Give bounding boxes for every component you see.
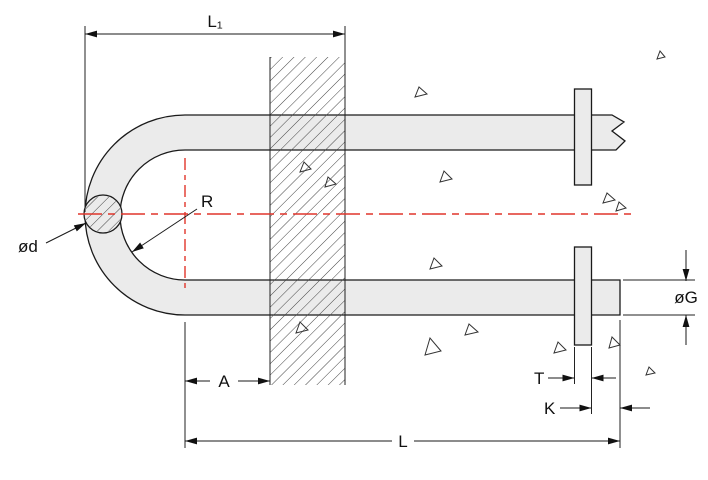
label-k: K bbox=[544, 399, 556, 418]
dim-a: A bbox=[185, 372, 270, 391]
dim-k: K bbox=[544, 399, 650, 418]
label-l: L bbox=[398, 432, 407, 451]
washer-bottom bbox=[573, 246, 593, 346]
label-l1: L₁ bbox=[207, 12, 222, 31]
label-od: ød bbox=[18, 237, 38, 256]
dim-r: R bbox=[131, 192, 213, 253]
dim-og: øG bbox=[674, 250, 698, 345]
label-a: A bbox=[218, 372, 230, 391]
dim-t: T bbox=[534, 369, 616, 388]
dim-l: L bbox=[185, 432, 620, 451]
u-bolt-body bbox=[84, 114, 626, 316]
wall-hatch bbox=[270, 57, 345, 385]
extension-lines bbox=[84, 26, 695, 448]
artifact-triangles bbox=[295, 50, 666, 376]
dim-od: ød bbox=[18, 222, 87, 256]
washer-top bbox=[573, 88, 593, 186]
rod-section-hatch bbox=[85, 196, 121, 232]
wall-section bbox=[269, 57, 346, 385]
label-og: øG bbox=[674, 288, 698, 307]
label-r: R bbox=[201, 192, 213, 211]
dim-l1: L₁ bbox=[85, 12, 345, 38]
label-t: T bbox=[534, 369, 544, 388]
